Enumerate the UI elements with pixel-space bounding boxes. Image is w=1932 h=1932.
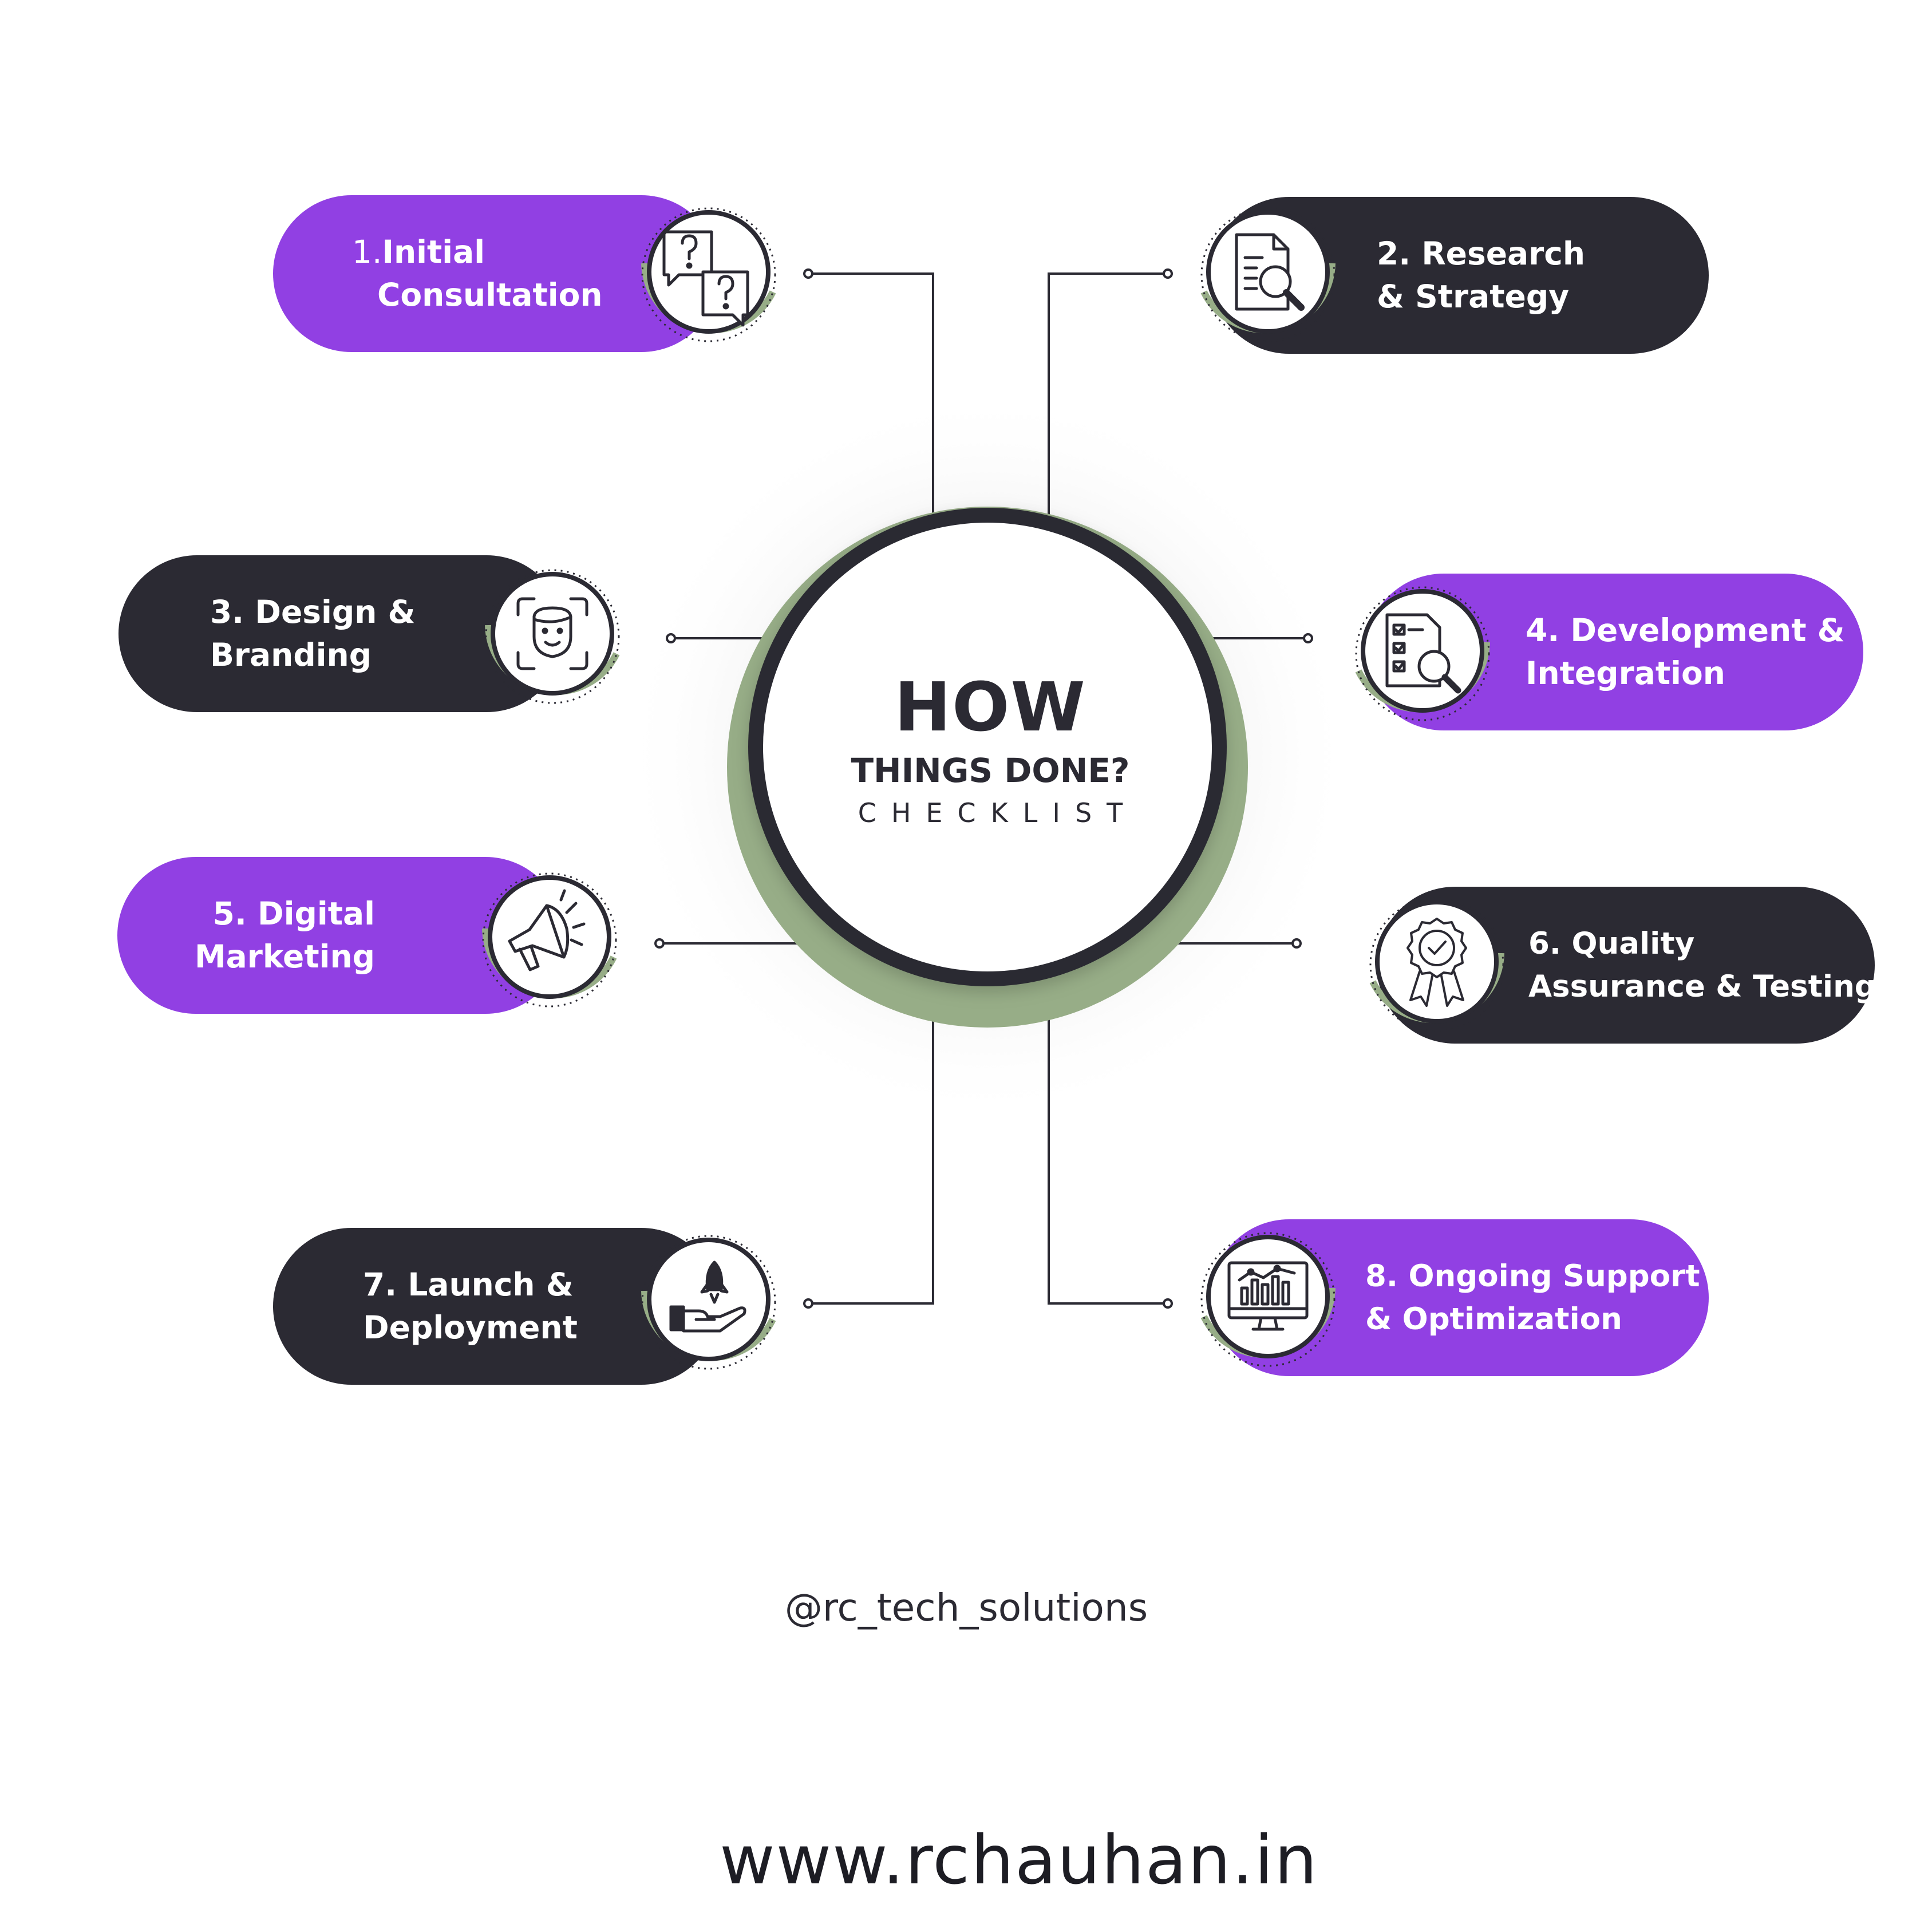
center-title: HOW xyxy=(894,667,1086,746)
step-1-subtitle: Consultation xyxy=(377,276,603,313)
step-8-badge xyxy=(1194,1225,1342,1374)
step-5-title: Digital xyxy=(258,895,375,932)
step-3-title: Design & xyxy=(255,594,416,630)
connector-step-1 xyxy=(808,272,934,518)
step-2-subtitle: & Strategy xyxy=(1377,278,1570,315)
center-subtitle: THINGS DONE? xyxy=(851,751,1130,790)
step-3-badge xyxy=(478,562,627,711)
step-6-badge xyxy=(1362,890,1511,1039)
social-handle: @rc_tech_solutions xyxy=(784,1586,1148,1630)
step-7-subtitle: Deployment xyxy=(363,1309,578,1346)
step-6-title: Quality xyxy=(1571,926,1695,961)
megaphone-icon xyxy=(482,872,617,1008)
step-5-subtitle: Marketing xyxy=(194,938,375,975)
step-2-badge xyxy=(1194,200,1342,349)
step-1-pill: 1.Initial Consultation xyxy=(273,195,720,352)
question-bubbles-icon xyxy=(641,207,776,342)
step-1-title: Initial xyxy=(382,234,485,270)
website-url: www.rchauhan.in xyxy=(720,1820,1318,1899)
step-5-badge xyxy=(475,866,624,1014)
step-4-number: 4. xyxy=(1526,612,1560,649)
step-8-number: 8. xyxy=(1365,1259,1398,1294)
step-1-badge xyxy=(634,200,783,349)
step-4-title: Development & xyxy=(1570,612,1845,649)
step-6-subtitle: Assurance & Testing xyxy=(1528,969,1876,1004)
step-7-badge xyxy=(634,1228,783,1377)
step-3-number: 3. xyxy=(210,594,244,630)
award-ribbon-icon xyxy=(1369,897,1504,1032)
step-5-number: 5. xyxy=(212,895,247,932)
center-circle xyxy=(727,507,1248,1028)
step-3-pill: 3. Design & Branding xyxy=(118,555,565,712)
step-4-badge xyxy=(1348,579,1497,728)
step-2-title: Research xyxy=(1421,235,1586,272)
step-2-number: 2. xyxy=(1377,235,1411,272)
connector-dots xyxy=(654,268,1313,1309)
step-8-title: Ongoing Support xyxy=(1408,1259,1700,1294)
step-8-subtitle: & Optimization xyxy=(1365,1302,1622,1337)
monitor-chart-icon xyxy=(1200,1232,1336,1367)
center-title-block: HOW THINGS DONE? CHECKLIST xyxy=(761,670,1219,830)
step-7-pill: 7. Launch & Deployment xyxy=(273,1228,720,1385)
step-7-number: 7. xyxy=(363,1266,397,1303)
center-label: CHECKLIST xyxy=(858,797,1138,828)
center-white-disc xyxy=(763,523,1212,971)
checklist-search-icon xyxy=(1355,586,1490,721)
connector-step-8 xyxy=(1048,1008,1168,1305)
step-7-title: Launch & xyxy=(408,1266,574,1303)
step-6-number: 6. xyxy=(1528,926,1562,961)
step-3-subtitle: Branding xyxy=(210,637,372,673)
connector-step-2 xyxy=(1048,272,1168,518)
step-1-number: 1. xyxy=(352,234,382,270)
step-4-subtitle: Integration xyxy=(1526,655,1725,692)
rocket-hand-icon xyxy=(641,1235,776,1370)
connector-step-7 xyxy=(808,1008,934,1305)
document-search-icon xyxy=(1200,207,1336,342)
face-scan-icon xyxy=(485,569,620,704)
